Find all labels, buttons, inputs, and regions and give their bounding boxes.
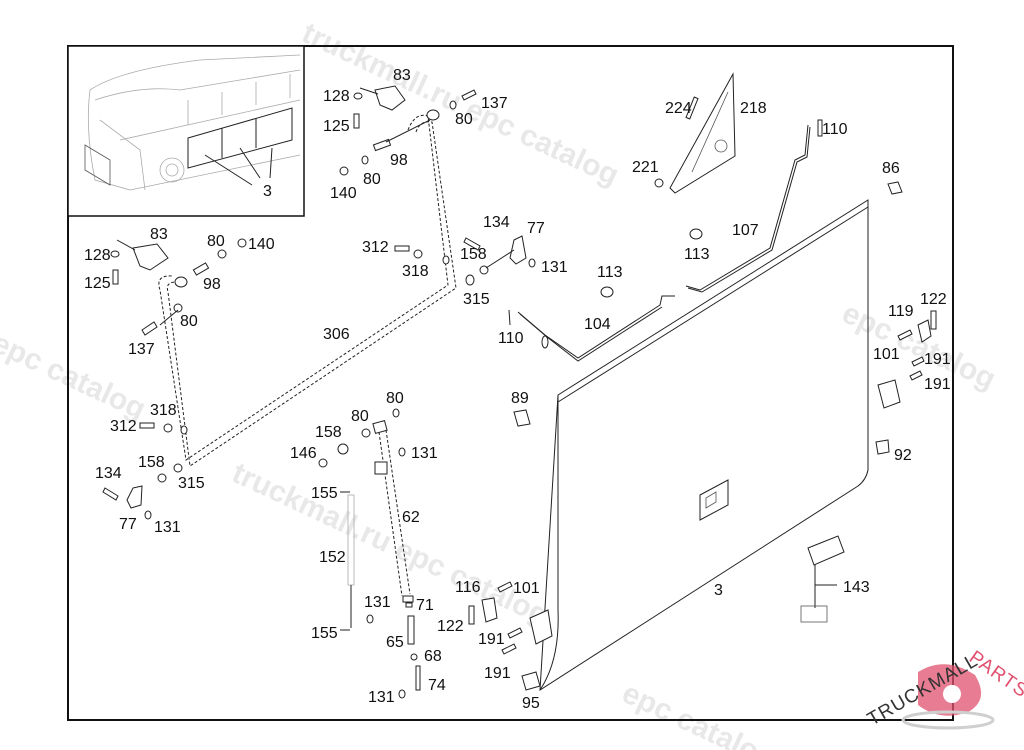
part-label: 3 xyxy=(263,183,272,200)
part-label: 80 xyxy=(455,111,473,128)
part-label: 71 xyxy=(416,597,434,614)
part-label: 315 xyxy=(178,475,205,492)
clip-113 xyxy=(600,228,703,298)
nut-221 xyxy=(654,178,664,188)
part-label: 134 xyxy=(483,214,510,231)
part-label: 131 xyxy=(541,259,568,276)
part-label: 77 xyxy=(527,220,545,237)
part-label: 131 xyxy=(154,519,181,536)
part-label: 113 xyxy=(684,246,710,263)
part-label: 125 xyxy=(84,275,111,292)
part-label: 191 xyxy=(478,631,505,648)
part-label: 122 xyxy=(920,291,947,308)
part-label: 158 xyxy=(460,246,487,263)
part-label: 68 xyxy=(424,648,442,665)
part-label: 312 xyxy=(362,239,389,256)
part-label: 74 xyxy=(428,677,446,694)
part-89 xyxy=(513,409,531,427)
part-label: 152 xyxy=(319,549,346,566)
part-label: 128 xyxy=(323,88,350,105)
part-label: 134 xyxy=(95,465,122,482)
lock-group-lower xyxy=(468,581,553,691)
strut-bottom-parts xyxy=(398,595,421,699)
part-label: 143 xyxy=(843,579,870,596)
panel-218 xyxy=(669,72,736,194)
hinge-group-lower xyxy=(102,463,183,520)
part-label: 80 xyxy=(363,171,381,188)
part-label: 104 xyxy=(584,316,611,333)
part-label: 92 xyxy=(894,447,912,464)
part-label: 98 xyxy=(390,152,408,169)
part-label: 62 xyxy=(402,509,420,526)
part-label: 119 xyxy=(888,303,914,320)
rod-104 xyxy=(508,295,675,362)
part-143 xyxy=(800,535,845,623)
part-label: 191 xyxy=(924,376,951,393)
part-label: 137 xyxy=(128,341,155,358)
part-label: 113 xyxy=(597,264,623,281)
part-label: 131 xyxy=(368,689,395,706)
truckmall-parts-logo: TRUCKMALL PARTS xyxy=(864,647,1024,730)
part-label: 306 xyxy=(323,326,350,343)
part-label: 312 xyxy=(110,418,137,435)
part-label: 155 xyxy=(311,625,338,642)
part-label: 98 xyxy=(203,276,221,293)
diagram-frame xyxy=(67,45,954,721)
part-label: 224 xyxy=(665,100,692,117)
part-label: 110 xyxy=(498,330,524,347)
part-label: 128 xyxy=(84,247,111,264)
part-label: 155 xyxy=(311,485,338,502)
part-label: 318 xyxy=(402,263,429,280)
part-label: 3 xyxy=(714,582,723,599)
part-label: 158 xyxy=(315,424,342,441)
inset-bus-view: 3 xyxy=(67,45,305,217)
fastener-group-upper xyxy=(394,245,450,265)
part-label: 80 xyxy=(180,313,198,330)
part-label: 122 xyxy=(437,618,464,635)
part-131 xyxy=(366,614,374,624)
part-label: 140 xyxy=(330,185,357,202)
part-label: 77 xyxy=(119,516,137,533)
part-label: 137 xyxy=(481,95,508,112)
rod-107 xyxy=(685,119,823,293)
part-label: 95 xyxy=(522,695,540,712)
watermark-text: epc catalog xyxy=(617,676,781,750)
part-label: 191 xyxy=(484,665,511,682)
part-label: 125 xyxy=(323,118,350,135)
part-label: 80 xyxy=(386,390,404,407)
part-label: 107 xyxy=(732,222,759,239)
gas-spring-152 xyxy=(340,491,355,631)
part-label: 101 xyxy=(513,580,540,597)
part-label: 80 xyxy=(207,233,225,250)
part-label: 315 xyxy=(463,291,490,308)
flap-panel-3 xyxy=(539,199,869,691)
strut-62-group xyxy=(318,408,411,597)
part-label: 83 xyxy=(393,67,411,84)
part-label: 140 xyxy=(248,236,275,253)
part-label: 191 xyxy=(924,351,951,368)
lock-group-right xyxy=(875,310,937,455)
part-label: 80 xyxy=(351,408,369,425)
part-label: 221 xyxy=(632,159,659,176)
part-label: 158 xyxy=(138,454,165,471)
part-label: 101 xyxy=(873,346,900,363)
bracket-group-left xyxy=(110,238,247,336)
part-label: 146 xyxy=(290,445,317,462)
part-label: 110 xyxy=(822,121,848,138)
hinge-group-upper xyxy=(463,235,536,286)
part-86 xyxy=(887,181,903,195)
part-label: 86 xyxy=(882,160,900,177)
part-label: 83 xyxy=(150,226,168,243)
part-label: 116 xyxy=(455,579,481,596)
part-label: 131 xyxy=(364,594,391,611)
bracket-group-upper xyxy=(339,85,477,176)
part-label: 89 xyxy=(511,390,529,407)
part-label: 65 xyxy=(386,634,404,651)
part-label: 131 xyxy=(411,445,438,462)
part-label: 318 xyxy=(150,402,177,419)
part-label: 218 xyxy=(740,100,767,117)
fastener-group-lower xyxy=(139,422,188,435)
watermark-text: epc catalog xyxy=(837,296,1001,396)
